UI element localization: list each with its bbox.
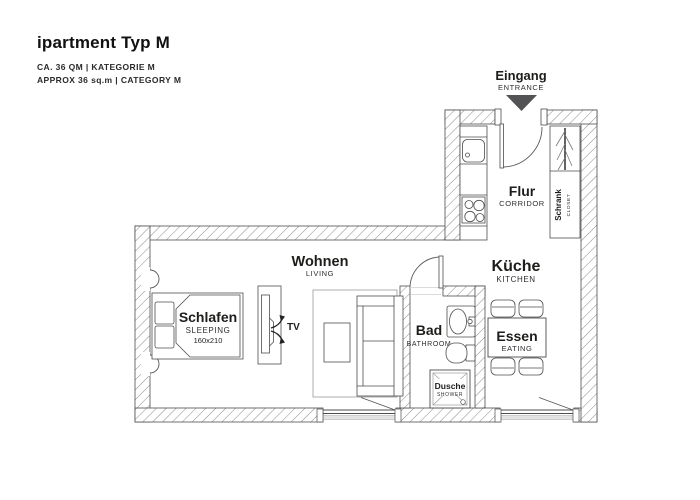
- window-opening-line: [538, 397, 574, 411]
- walls: [134, 109, 598, 423]
- entrance-door-swing: [503, 126, 543, 168]
- coffee-table: [323, 322, 351, 363]
- wall-right: [580, 109, 598, 423]
- living-label: Wohnen LIVING: [292, 254, 349, 278]
- dining: Essen EATING: [487, 299, 547, 376]
- subtitle-german: CA. 36 QM | KATEGORIE M: [37, 62, 156, 72]
- entrance-arrow-icon: [506, 95, 537, 111]
- sink-icon: [462, 139, 485, 163]
- wall-niche: [141, 352, 150, 376]
- sleeping-name-en: SLEEPING: [186, 326, 231, 335]
- tv-screen-icon: [261, 294, 270, 354]
- entrance: Eingang ENTRANCE: [494, 68, 548, 169]
- entrance-sublabel: ENTRANCE: [498, 83, 544, 92]
- living-name-en: LIVING: [306, 269, 334, 278]
- kitchen-counter: [459, 125, 488, 241]
- wall-niche: [141, 267, 150, 291]
- wall-bottom-middle: [395, 407, 501, 423]
- window-jamb: [494, 408, 502, 423]
- kitchen-label: Küche KITCHEN: [492, 258, 541, 284]
- tv-panel: TV: [257, 285, 300, 365]
- bathroom-name-en: BATHROOM: [407, 341, 452, 348]
- door-jamb: [494, 108, 502, 126]
- window-jamb: [316, 408, 324, 423]
- plan-header: ipartment Typ M CA. 36 QM | KATEGORIE M …: [37, 33, 181, 85]
- wall-bathroom-dining: [474, 285, 486, 409]
- subtitle-english: APPROX 36 sq.m | CATEGORY M: [37, 75, 182, 85]
- entrance-label: Eingang: [495, 68, 546, 83]
- clothes-rail-icon: [555, 128, 574, 171]
- wall-top-right-segment: [546, 109, 598, 125]
- page-title: ipartment Typ M: [37, 33, 171, 52]
- door-jamb: [540, 108, 548, 126]
- window-jamb: [394, 408, 402, 423]
- bathroom-door-leaf: [438, 255, 444, 289]
- toilet-icon: [445, 342, 476, 364]
- window-dining: [494, 397, 580, 423]
- corridor-name: Flur: [509, 183, 536, 199]
- corridor-label: Flur CORRIDOR: [499, 183, 545, 208]
- living-name: Wohnen: [292, 254, 349, 270]
- wall-lamp-icon: [149, 269, 160, 289]
- kitchen-name-en: KITCHEN: [496, 275, 535, 284]
- closet-sublabel: CLOSET: [566, 194, 572, 217]
- sleeping-name: Schlafen: [179, 309, 237, 325]
- dining-name: Essen: [496, 328, 537, 344]
- wall-corridor-left: [444, 109, 461, 241]
- window-sill: [322, 415, 397, 420]
- shower-name: Dusche: [435, 381, 466, 391]
- sofa-outline: [356, 295, 404, 397]
- entrance-door-leaf: [499, 123, 504, 169]
- window-sill: [500, 415, 575, 420]
- window-opening-line: [360, 397, 396, 411]
- bathroom-name: Bad: [416, 322, 442, 338]
- swivel-arrowhead: [279, 337, 285, 344]
- dining-name-en: EATING: [502, 344, 533, 353]
- pillow: [154, 325, 175, 349]
- closet: Schrank CLOSET: [549, 125, 581, 239]
- closet-label: Schrank: [554, 189, 563, 221]
- bed-dimensions: 160x210: [194, 336, 223, 345]
- kitchen-name: Küche: [492, 258, 541, 275]
- stove-icon: [461, 196, 486, 224]
- shower-name-en: SHOWER: [437, 392, 463, 398]
- corridor-name-en: CORRIDOR: [499, 199, 545, 208]
- chair-icon: [490, 299, 544, 376]
- swivel-arrowhead: [279, 315, 285, 322]
- bathroom-door-swing: [409, 256, 440, 288]
- bed: Schlafen SLEEPING 160x210: [151, 292, 244, 360]
- wall-living-top: [134, 225, 461, 241]
- tv-label: TV: [287, 322, 300, 333]
- wall-lamps: [141, 267, 160, 376]
- washbasin-icon: [446, 305, 476, 338]
- window-jamb: [572, 408, 580, 423]
- wall-bottom-left: [134, 407, 324, 423]
- mattress: [175, 294, 241, 358]
- bathroom: Bad BATHROOM Dusche SHOWER: [407, 255, 476, 409]
- sofa: [356, 295, 404, 397]
- shower-icon: Dusche SHOWER: [429, 369, 471, 409]
- dining-table: [487, 317, 547, 358]
- window-living: [316, 397, 402, 423]
- wall-left: [134, 225, 151, 423]
- pillow: [154, 301, 175, 325]
